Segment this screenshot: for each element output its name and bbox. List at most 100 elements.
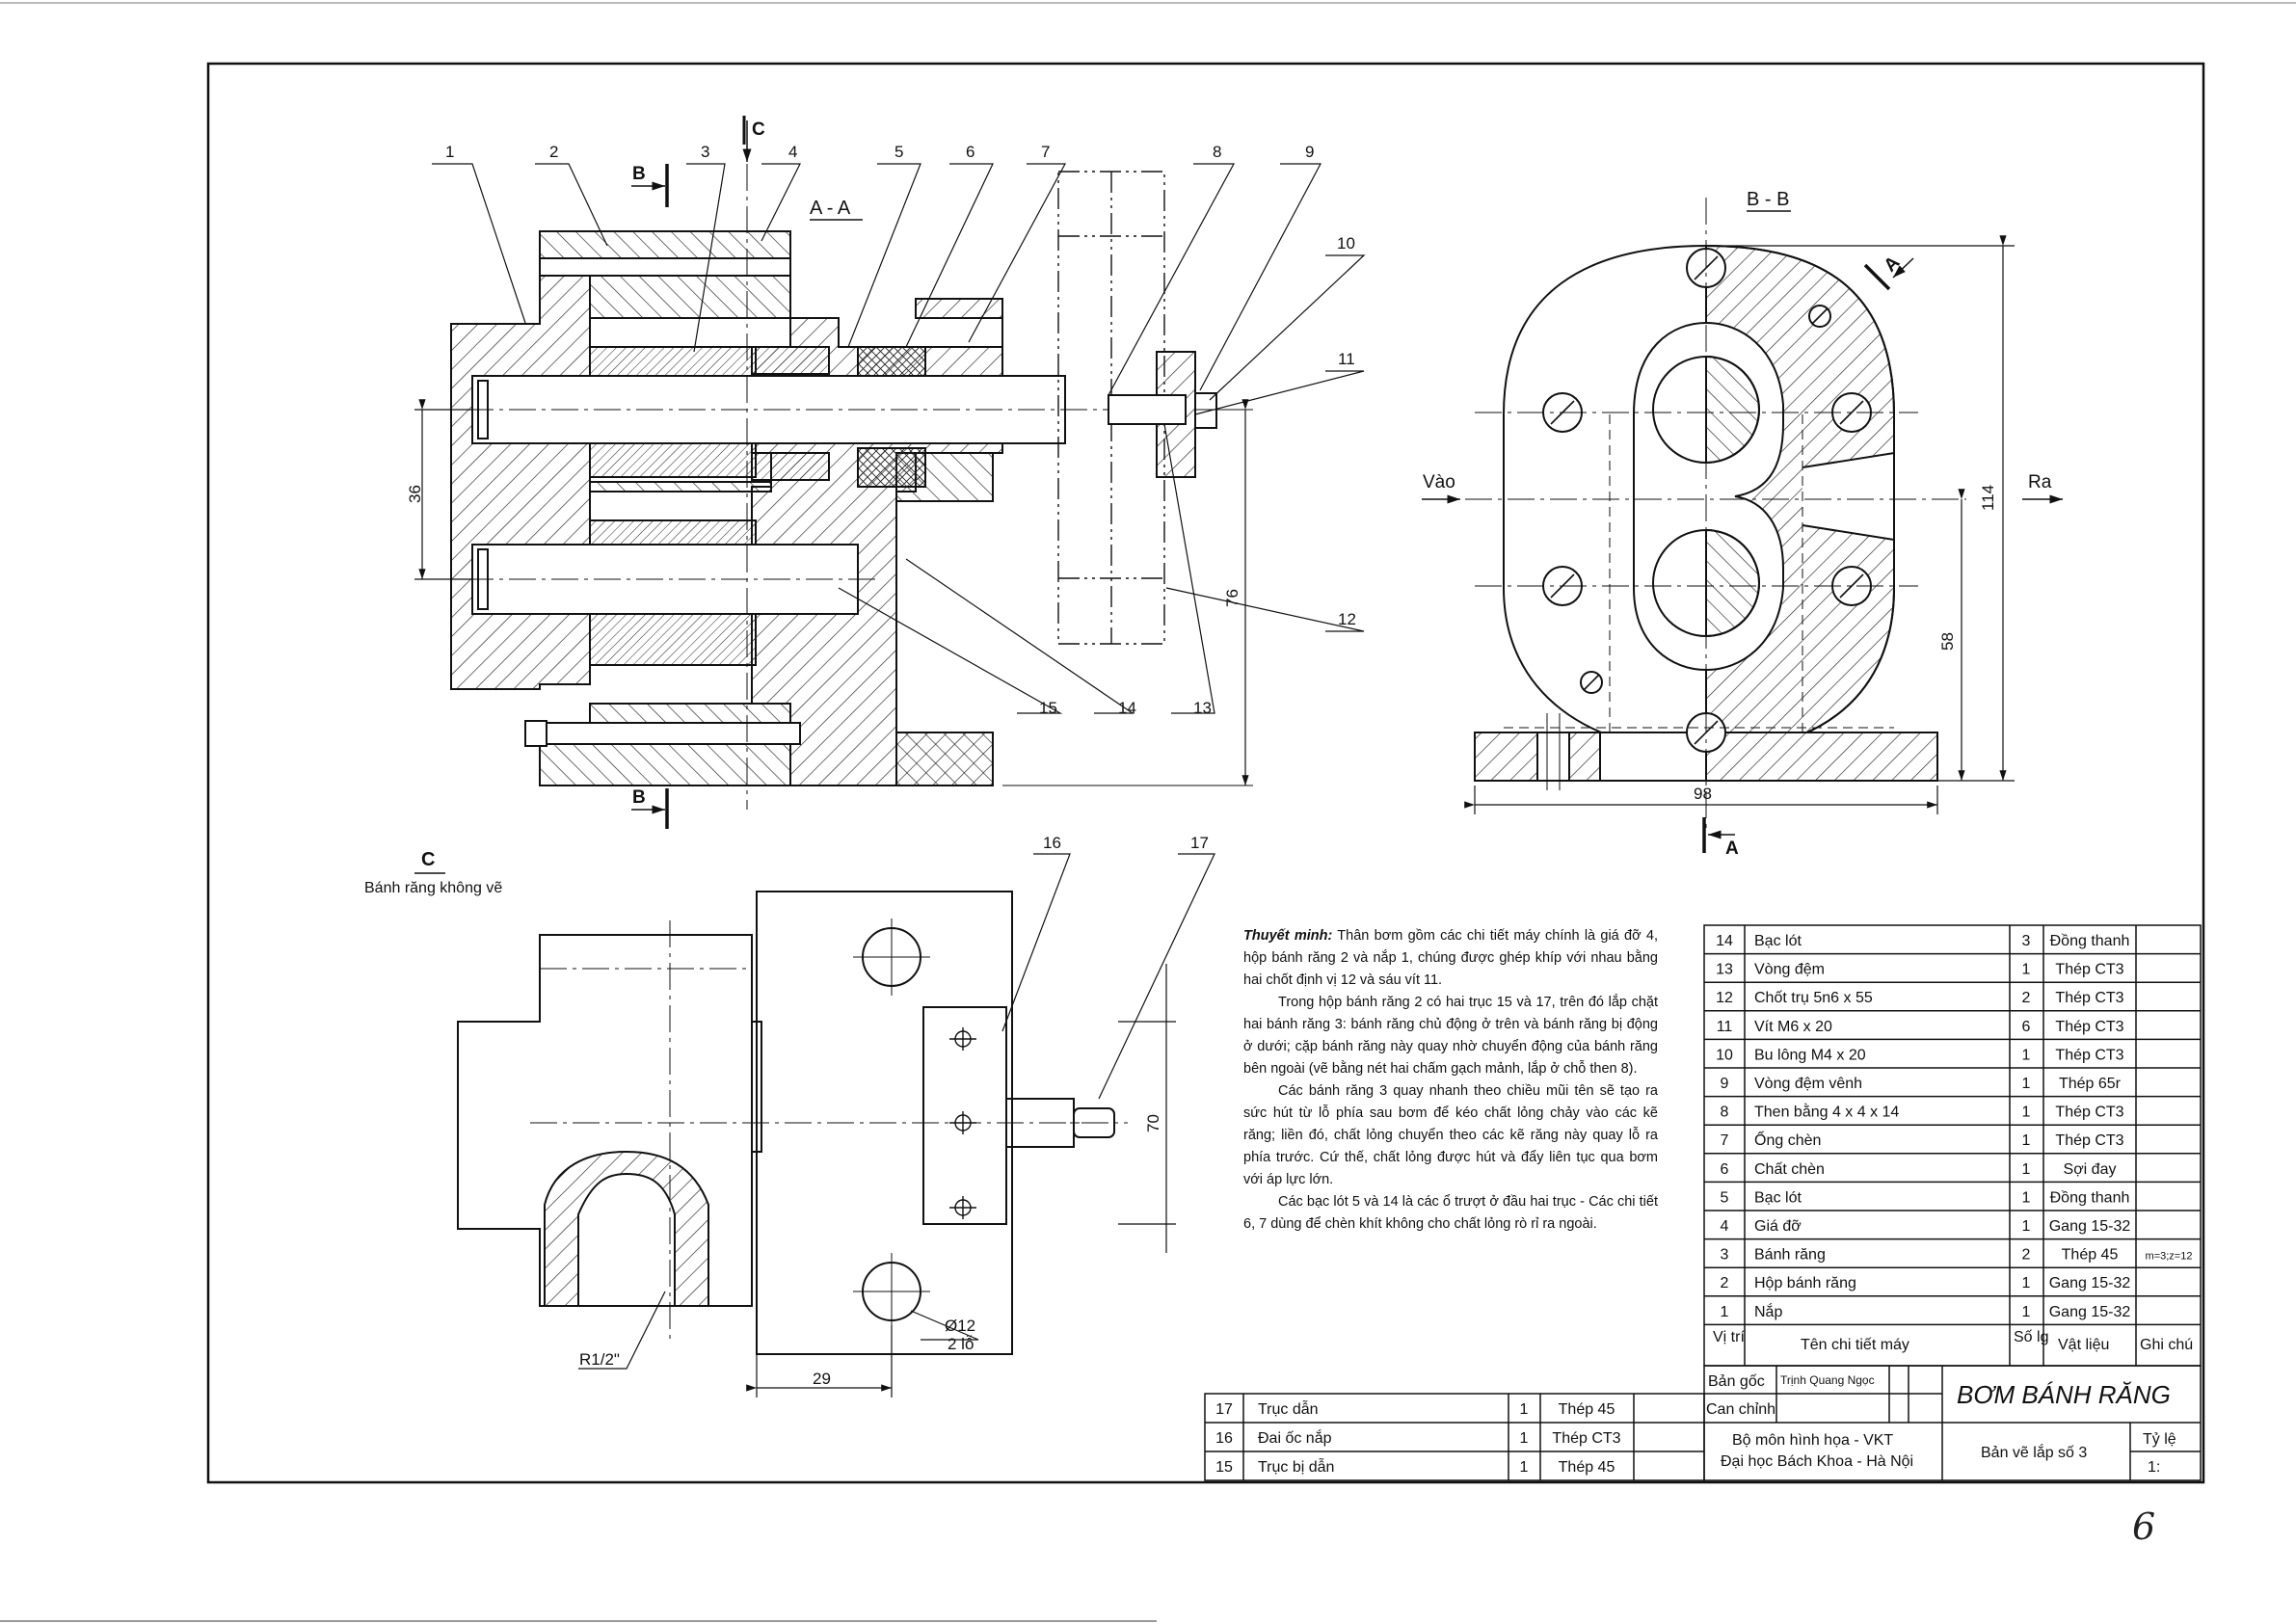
notes-p2: Trong hộp bánh răng 2 có hai trục 15 và …: [1243, 995, 1658, 1077]
section-b-b-view: [1465, 198, 1966, 829]
inlet-label: Vào: [1423, 472, 1455, 493]
parts-cell-no: 7: [1721, 1132, 1729, 1149]
lower-parts-cell-mat: Thép CT3: [1552, 1430, 1620, 1447]
dim-98-text: 98: [1694, 785, 1712, 803]
balloon-11: 11: [1338, 350, 1355, 368]
parts-cell-name: Hộp bánh răng: [1754, 1275, 1856, 1291]
parts-cell-qty: 1: [2022, 1304, 2031, 1320]
section-title-aa: A - A: [810, 198, 851, 219]
lower-parts-cell-qty: 1: [1520, 1459, 1529, 1476]
parts-cell-no: 13: [1716, 962, 1733, 978]
parts-cell-qty: 1: [2022, 1275, 2031, 1291]
page-number: 6: [2132, 1505, 2156, 1548]
tb-drawn-name: Trịnh Quang Ngọc: [1780, 1373, 1875, 1387]
parts-cell-no: 6: [1721, 1161, 1729, 1178]
header-mat: Vật liệu: [2058, 1337, 2109, 1353]
notes-heading: Thuyết minh:: [1243, 928, 1333, 944]
lower-parts-cell-qty: 1: [1520, 1401, 1529, 1418]
parts-cell-no: 12: [1716, 990, 1733, 1006]
parts-cell-no: 8: [1721, 1105, 1729, 1121]
parts-cell-mat: Thép CT3: [2055, 990, 2123, 1006]
outlet-label: Ra: [2028, 472, 2052, 493]
section-mark-a-bottom: A: [1725, 839, 1739, 859]
section-mark-b-top: B: [632, 164, 646, 184]
parts-cell-no: 4: [1721, 1218, 1729, 1235]
parts-cell-mat: Gang 15-32: [2049, 1304, 2131, 1320]
header-no: Vị trí: [1713, 1329, 1745, 1345]
parts-cell-name: Bu lông M4 x 20: [1754, 1047, 1866, 1063]
header-note: Ghi chú: [2140, 1337, 2193, 1353]
parts-cell-name: Nắp: [1754, 1302, 1782, 1320]
section-a-a-view: [424, 164, 1253, 810]
parts-cell-qty: 2: [2022, 1247, 2031, 1264]
tb-drawn-label: Bản gốc: [1708, 1373, 1765, 1390]
parts-cell-no: 9: [1721, 1076, 1729, 1092]
balloon-3: 3: [701, 143, 709, 161]
parts-cell-no: 11: [1717, 1019, 1733, 1035]
view-c-title: C: [421, 849, 435, 870]
notes-p3: Các bánh răng 3 quay nhanh theo chiều mũ…: [1243, 1083, 1658, 1187]
lower-parts-cell-no: 17: [1215, 1401, 1233, 1418]
tb-univ: Đại học Bách Khoa - Hà Nội: [1721, 1453, 1913, 1470]
parts-cell-qty: 1: [2022, 1218, 2031, 1235]
header-name: Tên chi tiết máy: [1801, 1337, 1909, 1353]
parts-cell-name: Bánh răng: [1754, 1247, 1826, 1264]
balloon-4: 4: [788, 143, 797, 161]
dim-36-text: 36: [406, 485, 424, 503]
lower-parts-cell-mat: Thép 45: [1559, 1459, 1615, 1476]
parts-cell-qty: 1: [2022, 1189, 2031, 1206]
parts-cell-qty: 6: [2022, 1019, 2031, 1035]
balloon-16: 16: [1043, 834, 1061, 852]
header-qty: Số lg: [2014, 1329, 2048, 1345]
balloon-leaders: [432, 163, 1366, 1100]
lower-parts-cell-name: Đai ốc nắp: [1258, 1428, 1332, 1447]
parts-cell-name: Bạc lót: [1754, 1189, 1802, 1206]
parts-cell-mat: Thép CT3: [2055, 1105, 2123, 1121]
notes-p4: Các bạc lót 5 và 14 là các ổ trượt ở đầu…: [1243, 1194, 1658, 1232]
parts-cell-name: Then bằng 4 x 4 x 14: [1754, 1103, 1899, 1121]
tb-title: BƠM BÁNH RĂNG: [1957, 1380, 2171, 1409]
parts-cell-qty: 3: [2022, 933, 2031, 949]
parts-cell-qty: 1: [2022, 962, 2031, 978]
parts-cell-name: Chốt trụ 5n6 x 55: [1754, 990, 1873, 1006]
parts-cell-qty: 1: [2022, 1105, 2031, 1121]
parts-cell-mat: Thép 65r: [2059, 1076, 2122, 1092]
dim-36: [414, 399, 472, 580]
dim-58-text: 58: [1938, 632, 1957, 651]
dim-thread-text: R1/2": [579, 1350, 620, 1369]
balloon-5: 5: [894, 143, 903, 161]
parts-cell-no: 1: [1721, 1304, 1729, 1320]
parts-cell-mat: Gang 15-32: [2049, 1218, 2131, 1235]
lower-parts-cell-name: Trục dẫn: [1258, 1399, 1319, 1418]
dim-phi12-text: Ø12: [945, 1317, 975, 1335]
parts-cell-qty: 2: [2022, 990, 2031, 1006]
tb-dept: Bộ môn hình họa - VKT: [1732, 1432, 1893, 1449]
parts-cell-name: Ống chèn: [1754, 1130, 1821, 1149]
parts-cell-no: 10: [1716, 1047, 1733, 1063]
parts-cell-qty: 1: [2022, 1161, 2031, 1178]
balloon-7: 7: [1041, 143, 1050, 161]
parts-cell-mat: Thép 45: [2062, 1247, 2119, 1264]
section-mark-a-top: A: [1881, 253, 1905, 277]
driven-shaft: [471, 544, 859, 615]
parts-cell-mat: Thép CT3: [2055, 1047, 2123, 1063]
explanation-notes: Thuyết minh: Thân bơm gồm các chi tiết m…: [1243, 925, 1658, 1236]
dim-76-text: 76: [1223, 589, 1241, 607]
lower-parts-cell-qty: 1: [1520, 1430, 1529, 1447]
parts-cell-mat: Đồng thanh: [2050, 1189, 2130, 1206]
parts-cell-qty: 1: [2022, 1132, 2031, 1149]
parts-cell-name: Vít M6 x 20: [1754, 1019, 1832, 1035]
balloon-17: 17: [1190, 834, 1209, 852]
parts-cell-no: 2: [1721, 1275, 1729, 1291]
balloon-6: 6: [966, 143, 974, 161]
parts-cell-no: 14: [1716, 933, 1733, 949]
balloon-9: 9: [1305, 143, 1314, 161]
parts-row-lines: [1704, 952, 2201, 1326]
section-mark-c: C: [752, 120, 765, 140]
parts-cell-mat: Thép CT3: [2055, 1132, 2123, 1149]
tb-scale-value: 1:: [2148, 1459, 2160, 1476]
balloon-12: 12: [1338, 610, 1356, 628]
parts-cell-mat: Thép CT3: [2055, 1019, 2123, 1035]
